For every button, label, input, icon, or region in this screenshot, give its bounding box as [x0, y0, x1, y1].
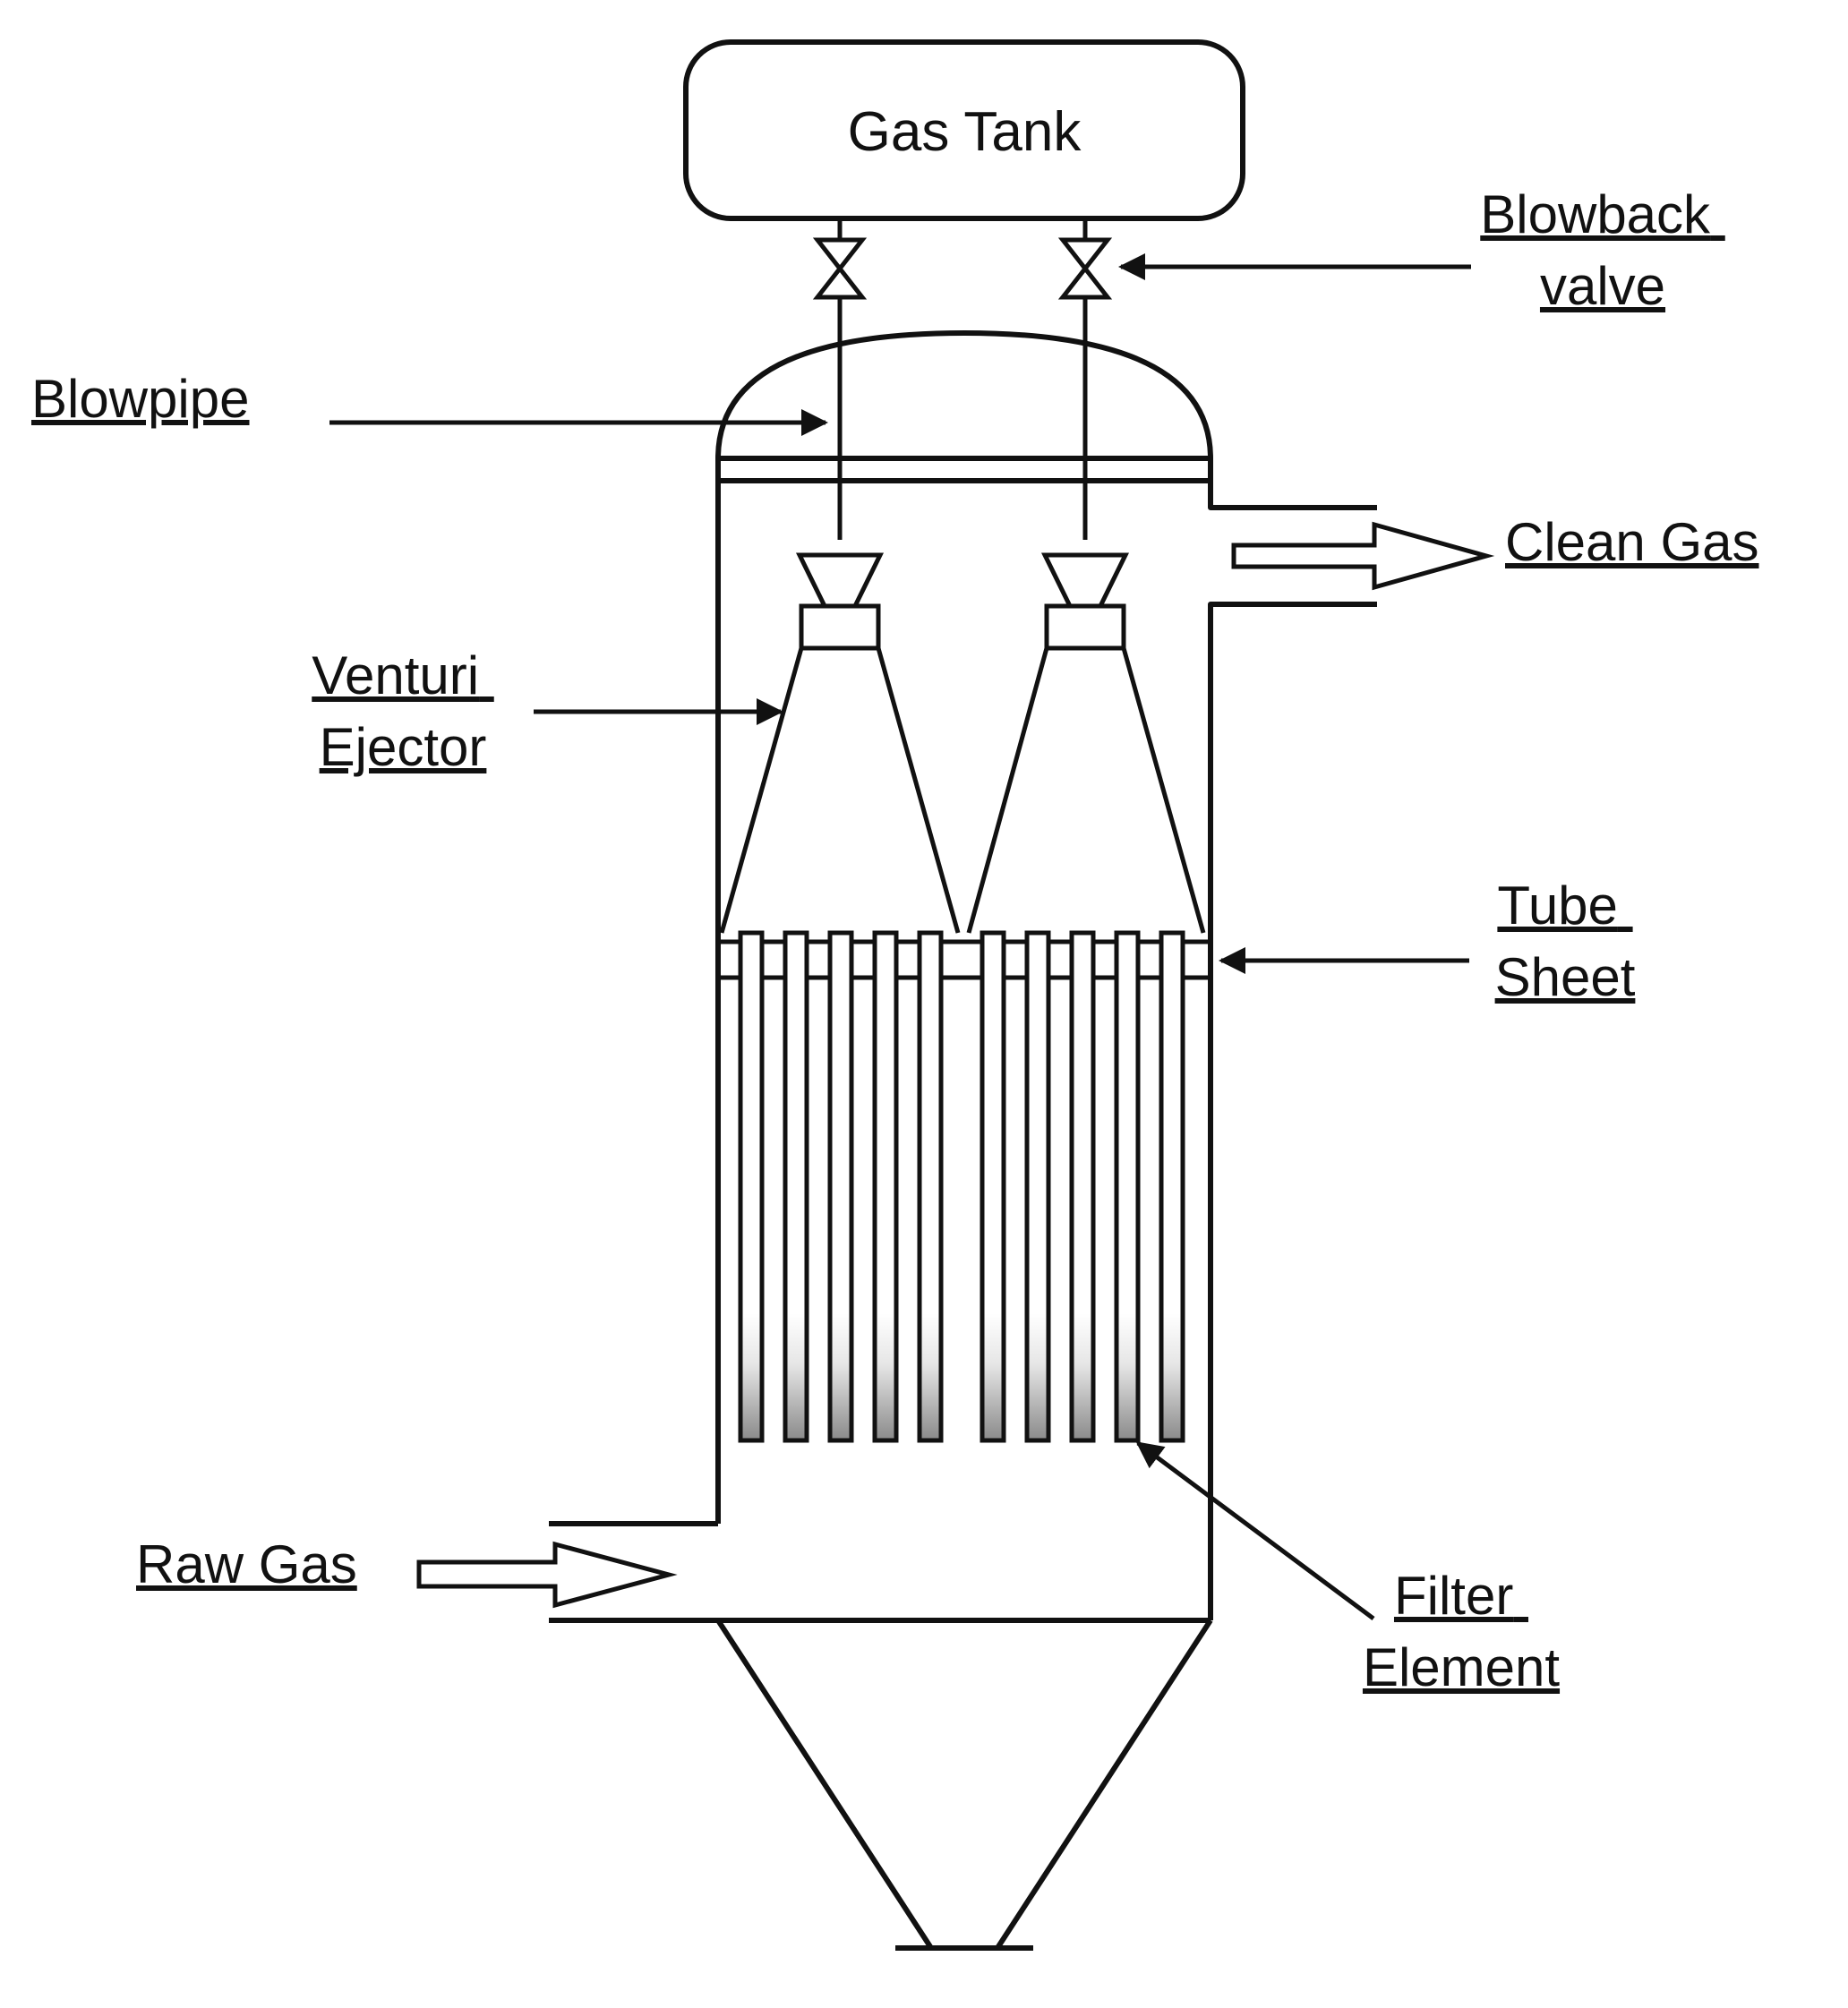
filter-element	[738, 930, 765, 1443]
labels: Blowback valve Blowpipe Clean Gas Ventur…	[31, 184, 1758, 1697]
clean-gas-arrow	[1231, 521, 1495, 591]
filter-element	[1069, 930, 1096, 1443]
blowback-label-line2: valve	[1540, 256, 1665, 316]
venturi-ejector-label: Venturi Ejector	[312, 645, 493, 777]
blowpipe-label: Blowpipe	[31, 369, 250, 429]
hopper-cone	[715, 1619, 1213, 1951]
pointer-arrows	[329, 253, 1471, 1621]
filter-element	[1114, 930, 1141, 1443]
clean-gas-label: Clean Gas	[1505, 512, 1758, 572]
blowpipes	[837, 218, 1088, 540]
filter-label-line1: Filter	[1394, 1566, 1513, 1626]
filter-element	[917, 930, 944, 1443]
gas-tank-title: Gas Tank	[848, 101, 1082, 163]
raw-gas-arrow	[416, 1541, 678, 1609]
filter-element	[783, 930, 809, 1443]
venturi-ejector-right	[966, 552, 1206, 934]
gas-tank: Gas Tank	[683, 39, 1245, 221]
filter-elements	[738, 930, 1185, 1443]
filter-element	[827, 930, 854, 1443]
filter-element	[980, 930, 1006, 1443]
venturi-label-line2: Ejector	[320, 717, 487, 777]
blowback-label-line1: Blowback	[1480, 184, 1711, 244]
blowback-valve-right	[1057, 237, 1113, 300]
venturi-label-line1: Venturi	[312, 645, 479, 705]
vessel-body	[549, 458, 1377, 1623]
raw-gas-label: Raw Gas	[136, 1534, 357, 1594]
blowback-valve-left	[812, 237, 868, 300]
tube-sheet-label: Tube Sheet	[1495, 876, 1636, 1007]
venturi-ejector-left	[719, 552, 961, 934]
tube-label-line1: Tube	[1497, 876, 1618, 936]
filter-element	[872, 930, 899, 1443]
blowback-valve-label: Blowback valve	[1480, 184, 1724, 316]
filter-element-pointer-arrow	[1135, 1440, 1375, 1621]
tube-label-line2: Sheet	[1495, 947, 1636, 1007]
filter-element	[1024, 930, 1051, 1443]
filter-label-line2: Element	[1363, 1637, 1560, 1697]
filter-element-label: Filter Element	[1363, 1566, 1560, 1697]
filter-element	[1159, 930, 1185, 1443]
vessel-dome	[715, 330, 1213, 483]
